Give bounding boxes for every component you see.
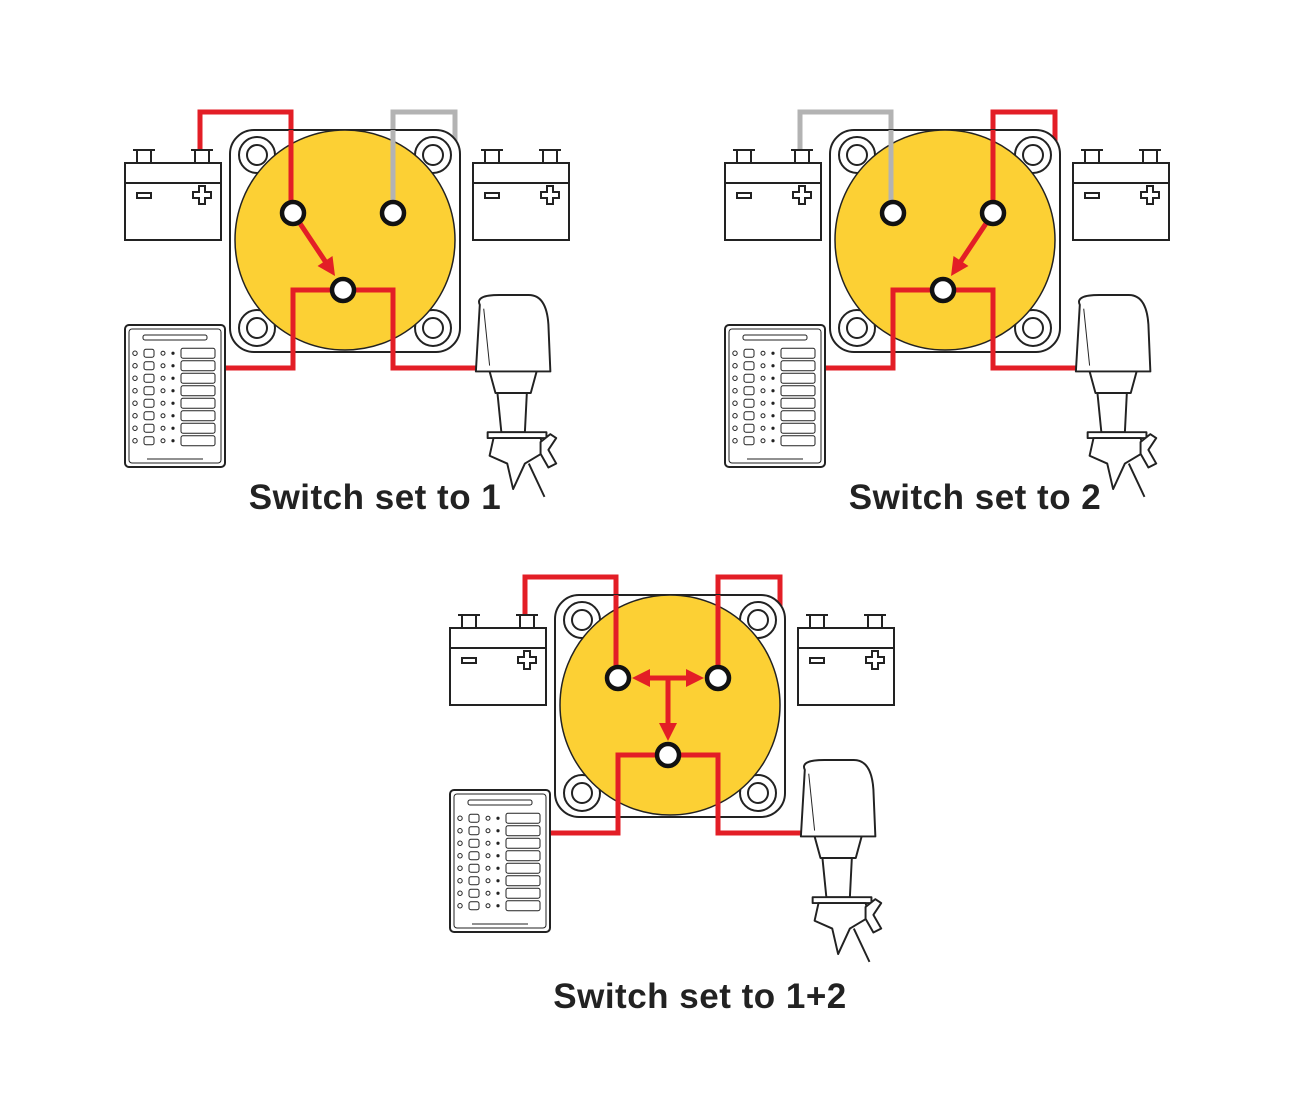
terminal-1 xyxy=(279,199,307,227)
breaker-switch xyxy=(180,435,216,447)
minus-icon xyxy=(1084,192,1100,199)
breaker-switch xyxy=(780,422,816,434)
terminal-common xyxy=(654,741,682,769)
plus-icon xyxy=(192,185,212,205)
battery-switch-icon xyxy=(229,129,461,353)
breaker-panel-icon xyxy=(724,324,826,468)
breaker-switch xyxy=(780,385,816,397)
battery-2-wire xyxy=(390,109,458,152)
breaker-switch xyxy=(180,397,216,409)
outboard-motor-icon xyxy=(799,759,883,963)
terminal-2 xyxy=(979,199,1007,227)
caption-switch-both: Switch set to 1+2 xyxy=(553,977,847,1016)
breaker-switch xyxy=(505,900,541,912)
breaker-switch xyxy=(505,850,541,862)
breaker-switch xyxy=(505,887,541,899)
plus-icon xyxy=(792,185,812,205)
propeller-icon xyxy=(864,898,883,934)
propeller-icon xyxy=(1139,433,1158,469)
battery-icon xyxy=(449,614,547,706)
breaker-switch xyxy=(505,837,541,849)
battery-1-wire xyxy=(797,109,894,152)
breaker-switch xyxy=(505,812,541,824)
minus-icon xyxy=(736,192,752,199)
diagram-switch-1: Switch set to 1 xyxy=(95,100,655,540)
breaker-switch xyxy=(180,360,216,372)
breaker-panel-icon xyxy=(449,789,551,933)
minus-icon xyxy=(484,192,500,199)
breaker-switch xyxy=(180,385,216,397)
terminal-2 xyxy=(704,664,732,692)
caption-switch-2: Switch set to 2 xyxy=(848,478,1102,517)
flow-arrow-down-head xyxy=(659,723,677,741)
switch-face xyxy=(834,129,1056,351)
breaker-switch xyxy=(180,372,216,384)
battery-switch-icon xyxy=(829,129,1061,353)
terminal-2 xyxy=(379,199,407,227)
outboard-motor-icon xyxy=(1074,294,1158,498)
battery-2-wire xyxy=(990,109,1058,152)
minus-icon xyxy=(136,192,152,199)
breaker-switch xyxy=(780,410,816,422)
flow-arrow-head xyxy=(951,256,969,276)
diagram-switch-both: Switch set to 1+2 xyxy=(420,565,980,1016)
plus-icon xyxy=(865,650,885,670)
battery-icon xyxy=(124,149,222,241)
wiring-diagram-1 xyxy=(124,109,570,498)
outboard-motor-icon xyxy=(474,294,558,498)
minus-icon xyxy=(809,657,825,664)
switch-face xyxy=(234,129,456,351)
breaker-panel-icon xyxy=(124,324,226,468)
plus-icon xyxy=(540,185,560,205)
terminal-1 xyxy=(879,199,907,227)
propeller-icon xyxy=(539,433,558,469)
wiring-diagram-2 xyxy=(724,109,1170,498)
flow-arrow-head xyxy=(317,256,335,276)
battery-icon xyxy=(797,614,895,706)
battery-icon xyxy=(724,149,822,241)
plus-icon xyxy=(517,650,537,670)
battery-icon xyxy=(1072,149,1170,241)
breaker-switch xyxy=(180,410,216,422)
plus-icon xyxy=(1140,185,1160,205)
breaker-switch xyxy=(180,422,216,434)
flow-arrow-right xyxy=(686,669,704,687)
terminal-1 xyxy=(604,664,632,692)
breaker-switch xyxy=(780,372,816,384)
diagram-switch-2: Switch set to 2 xyxy=(695,100,1255,540)
caption-switch-1: Switch set to 1 xyxy=(248,478,502,517)
terminal-common xyxy=(929,276,957,304)
breaker-switch xyxy=(780,435,816,447)
flow-arrow-left xyxy=(632,669,650,687)
battery-icon xyxy=(472,149,570,241)
wiring-diagram-both xyxy=(449,574,895,963)
breaker-switch xyxy=(780,360,816,372)
breaker-switch xyxy=(780,347,816,359)
terminal-common xyxy=(329,276,357,304)
breaker-switch xyxy=(505,862,541,874)
battery-1-wire xyxy=(197,109,294,152)
battery-1-wire xyxy=(522,574,619,617)
breaker-switch xyxy=(505,825,541,837)
breaker-switch xyxy=(505,875,541,887)
minus-icon xyxy=(461,657,477,664)
breaker-switch xyxy=(180,347,216,359)
breaker-switch xyxy=(780,397,816,409)
battery-2-wire xyxy=(715,574,783,617)
